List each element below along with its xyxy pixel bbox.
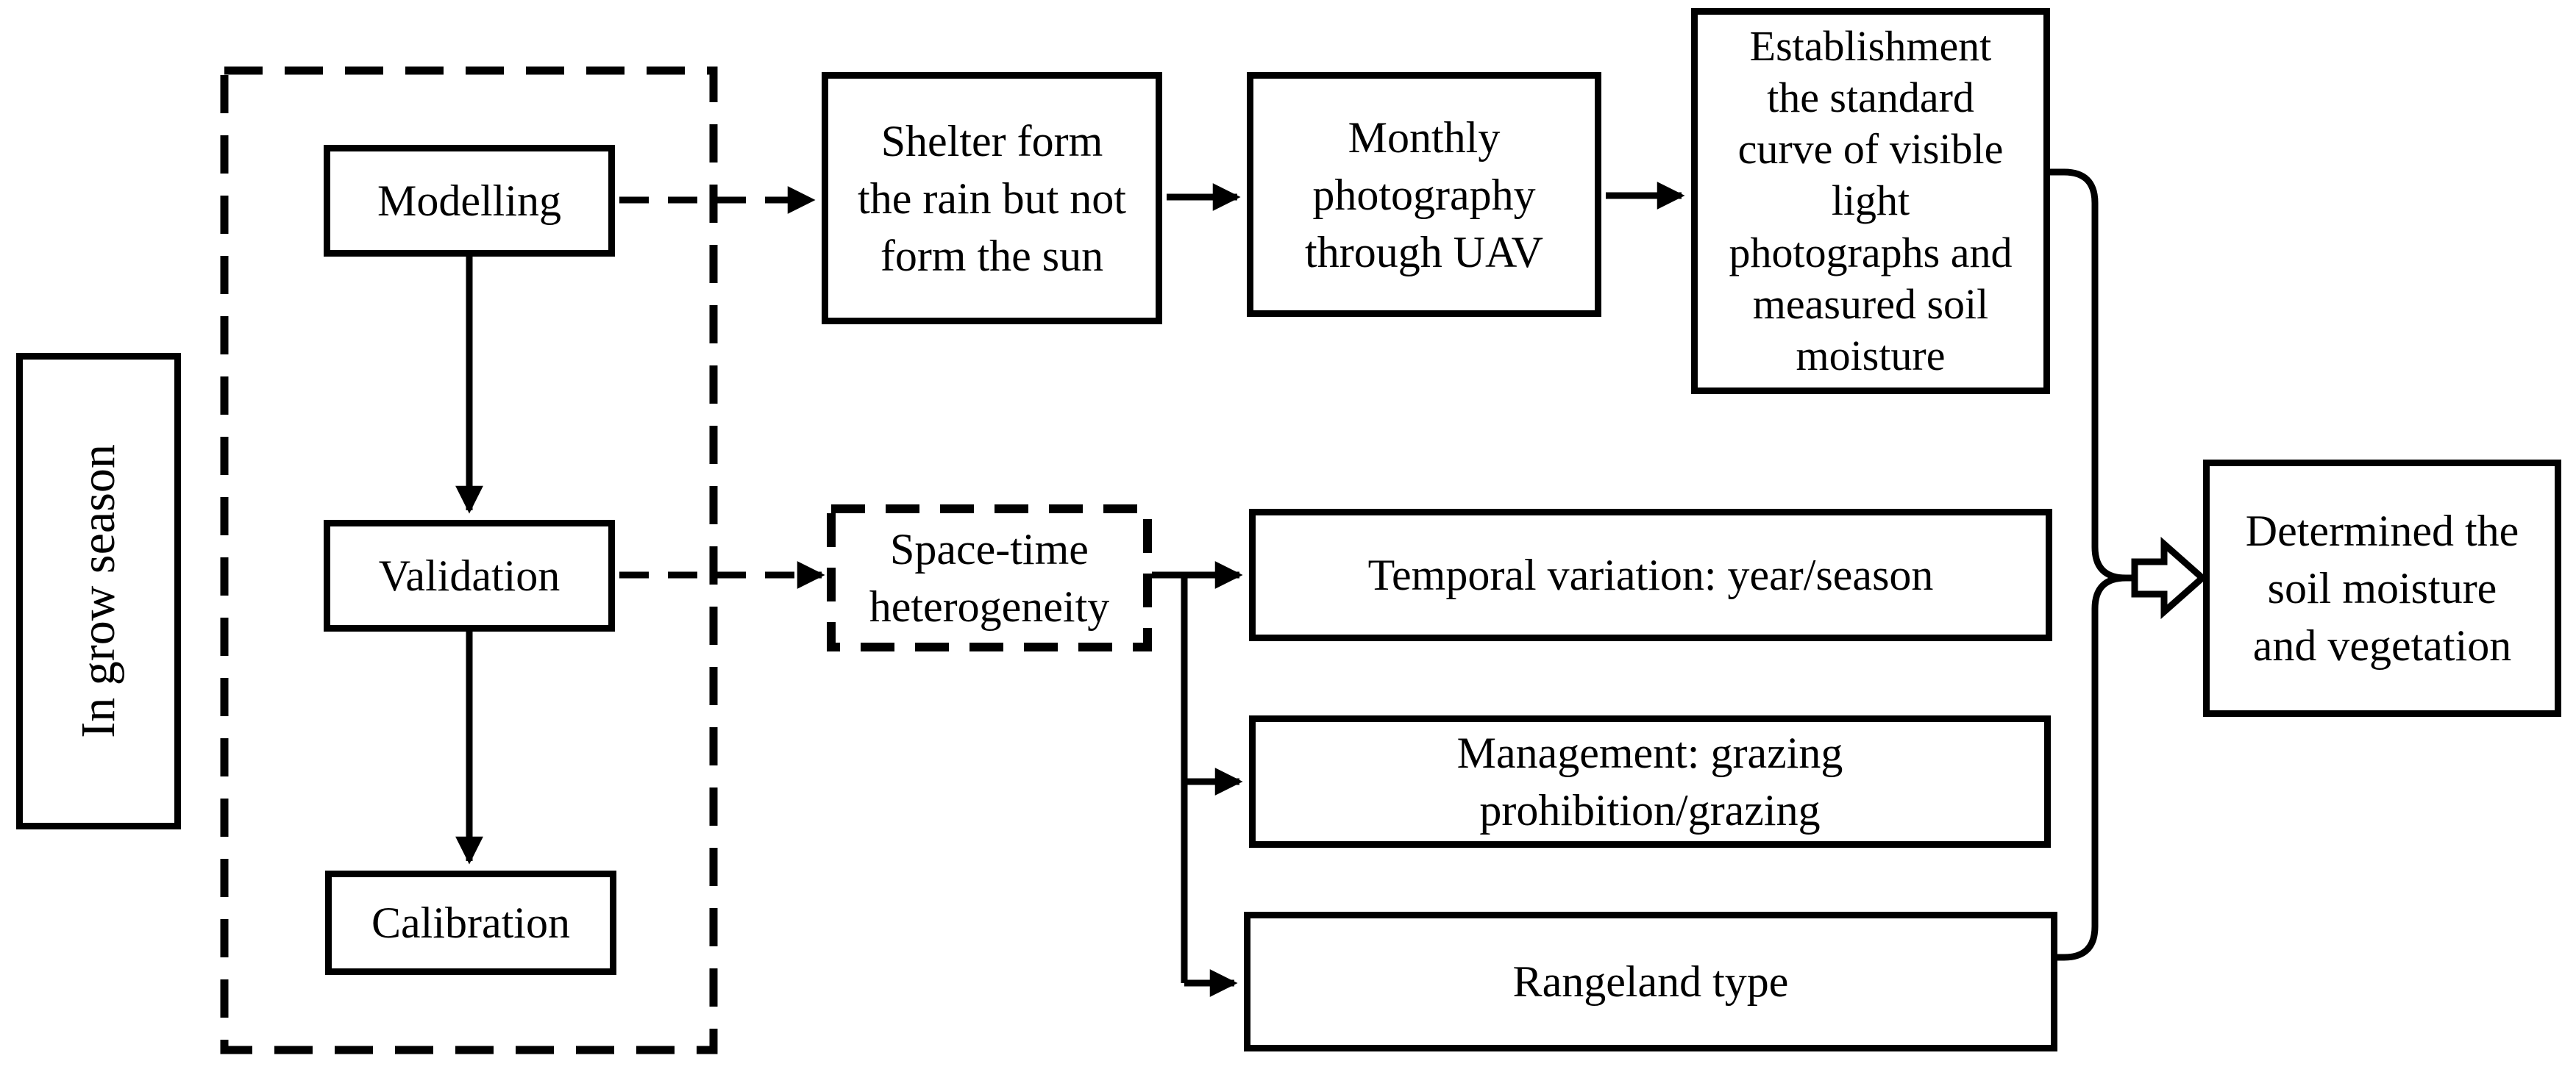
node-calibration: Calibration <box>325 871 616 975</box>
node-in-grow-season: In grow season <box>16 353 181 829</box>
node-in-grow-season-label: In grow season <box>71 444 126 738</box>
node-temporal: Temporal variation: year/season <box>1249 509 2052 641</box>
node-establishment-label: Establishment the standard curve of visi… <box>1729 21 2013 379</box>
node-space-time-label: Space-time heterogeneity <box>869 525 1110 631</box>
node-modelling: Modelling <box>324 145 615 257</box>
process-group-dashed-outline <box>220 66 718 1054</box>
node-monthly-photography: Monthly photography through UAV <box>1247 72 1601 317</box>
node-shelter-label: Shelter form the rain but not form the s… <box>858 116 1126 280</box>
collector-brace <box>2050 168 2127 961</box>
space-time-dashed-outline <box>827 504 1152 651</box>
block-arrow-icon <box>2131 537 2207 619</box>
node-management-label: Management: grazing prohibition/grazing <box>1456 729 1843 835</box>
node-space-time: Space-time heterogeneity <box>831 509 1148 647</box>
node-temporal-label: Temporal variation: year/season <box>1367 551 1934 599</box>
node-validation: Validation <box>324 520 615 632</box>
node-shelter: Shelter form the rain but not form the s… <box>822 72 1162 324</box>
node-calibration-label: Calibration <box>371 899 570 947</box>
node-monthly-photography-label: Monthly photography through UAV <box>1305 113 1543 276</box>
node-modelling-label: Modelling <box>377 176 561 225</box>
node-determined: Determined the soil moisture and vegetat… <box>2203 460 2561 717</box>
node-rangeland-label: Rangeland type <box>1512 957 1789 1006</box>
node-management: Management: grazing prohibition/grazing <box>1249 715 2051 848</box>
node-determined-label: Determined the soil moisture and vegetat… <box>2245 507 2519 670</box>
node-rangeland: Rangeland type <box>1244 912 2057 1051</box>
node-validation-label: Validation <box>378 551 561 600</box>
node-establishment: Establishment the standard curve of visi… <box>1691 8 2050 394</box>
